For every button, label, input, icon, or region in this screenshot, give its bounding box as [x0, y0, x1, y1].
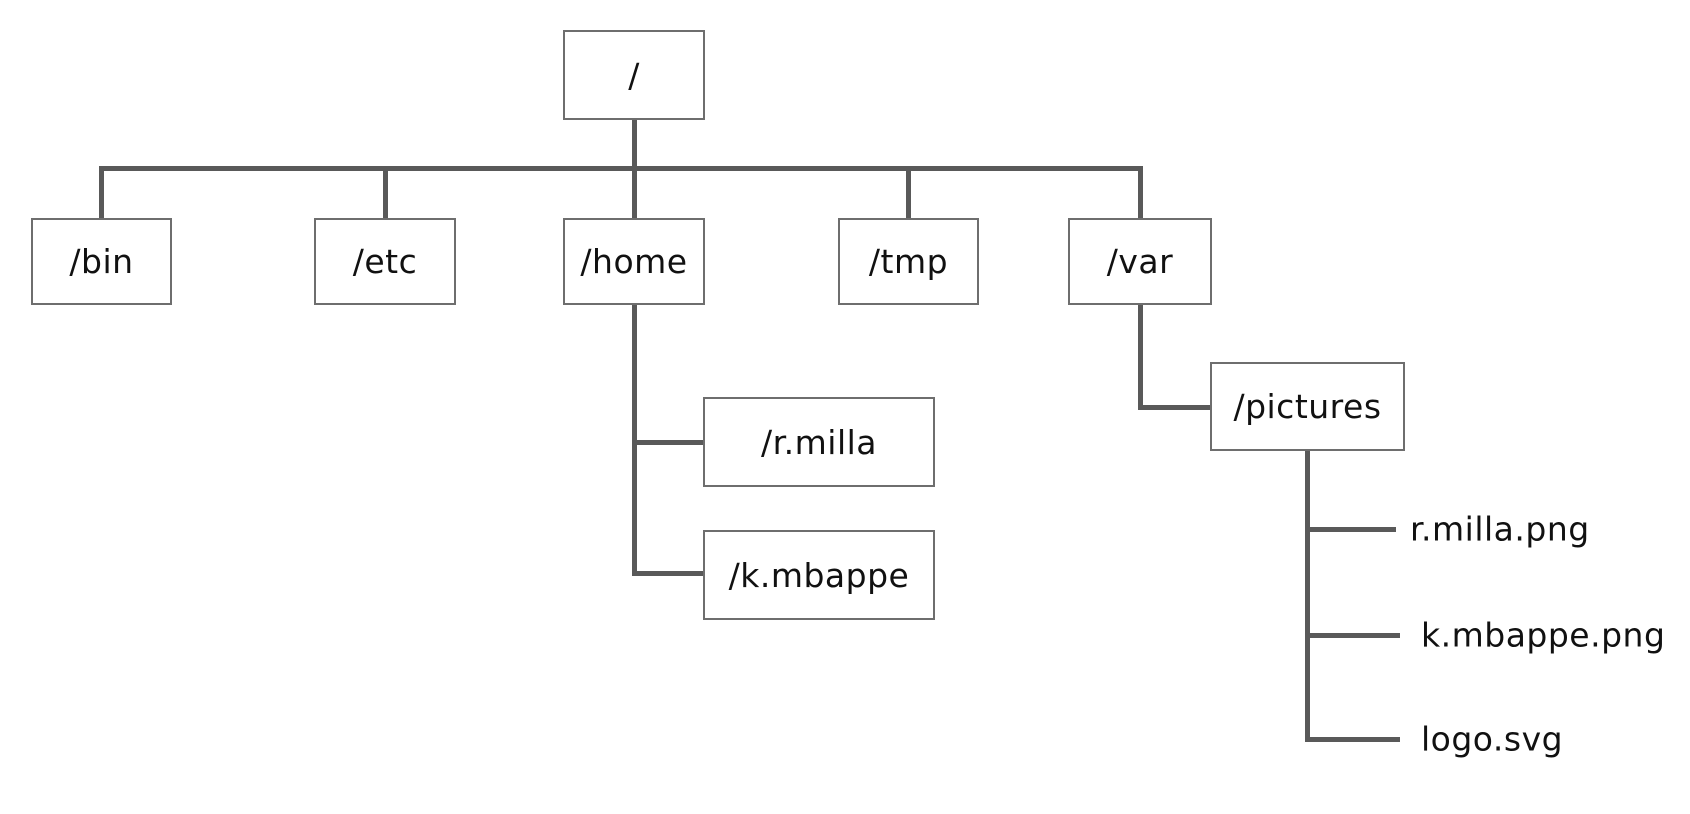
- connector-var-elbow-vertical: [1138, 305, 1143, 410]
- leaf-rmilla-png: r.milla.png: [1410, 509, 1590, 549]
- connector-var-elbow-horizontal: [1138, 405, 1210, 410]
- node-tmp: /tmp: [838, 218, 979, 305]
- node-etc-label: /etc: [352, 242, 418, 281]
- node-pictures: /pictures: [1210, 362, 1405, 451]
- connector-kmbappe-elbow: [631, 571, 703, 576]
- node-home-label: /home: [580, 242, 688, 281]
- node-root: /: [563, 30, 705, 120]
- node-var-label: /var: [1106, 242, 1174, 281]
- node-tmp-label: /tmp: [868, 242, 949, 281]
- connector-rmilla-tick: [636, 440, 703, 445]
- connector-rmillapng-tick: [1309, 526, 1396, 532]
- node-kmbappe-label: /k.mbappe: [728, 555, 910, 595]
- connector-var-drop: [1138, 165, 1143, 218]
- connector-bin-drop: [99, 165, 104, 218]
- node-root-label: /: [628, 55, 640, 95]
- connector-logosvg-elbow: [1304, 736, 1400, 742]
- connector-root-drop: [631, 120, 637, 170]
- node-var: /var: [1068, 218, 1212, 305]
- connector-kmbappepng-tick: [1309, 632, 1400, 638]
- node-rmilla: /r.milla: [703, 397, 935, 487]
- connector-home-drop: [631, 170, 637, 218]
- leaf-logo-svg: logo.svg: [1421, 719, 1564, 759]
- node-etc: /etc: [314, 218, 456, 305]
- connector-main-rail: [99, 165, 1143, 171]
- node-rmilla-label: /r.milla: [760, 422, 878, 462]
- connector-etc-drop: [383, 170, 388, 218]
- connector-tmp-drop: [906, 170, 911, 218]
- node-home: /home: [563, 218, 705, 305]
- leaf-kmbappe-png: k.mbappe.png: [1421, 615, 1666, 655]
- connector-home-subtree-vertical: [631, 305, 637, 576]
- node-bin-label: /bin: [69, 242, 134, 281]
- node-bin: /bin: [31, 218, 172, 305]
- connector-pictures-subtree-vertical: [1304, 451, 1310, 742]
- node-kmbappe: /k.mbappe: [703, 530, 935, 620]
- node-pictures-label: /pictures: [1233, 387, 1382, 426]
